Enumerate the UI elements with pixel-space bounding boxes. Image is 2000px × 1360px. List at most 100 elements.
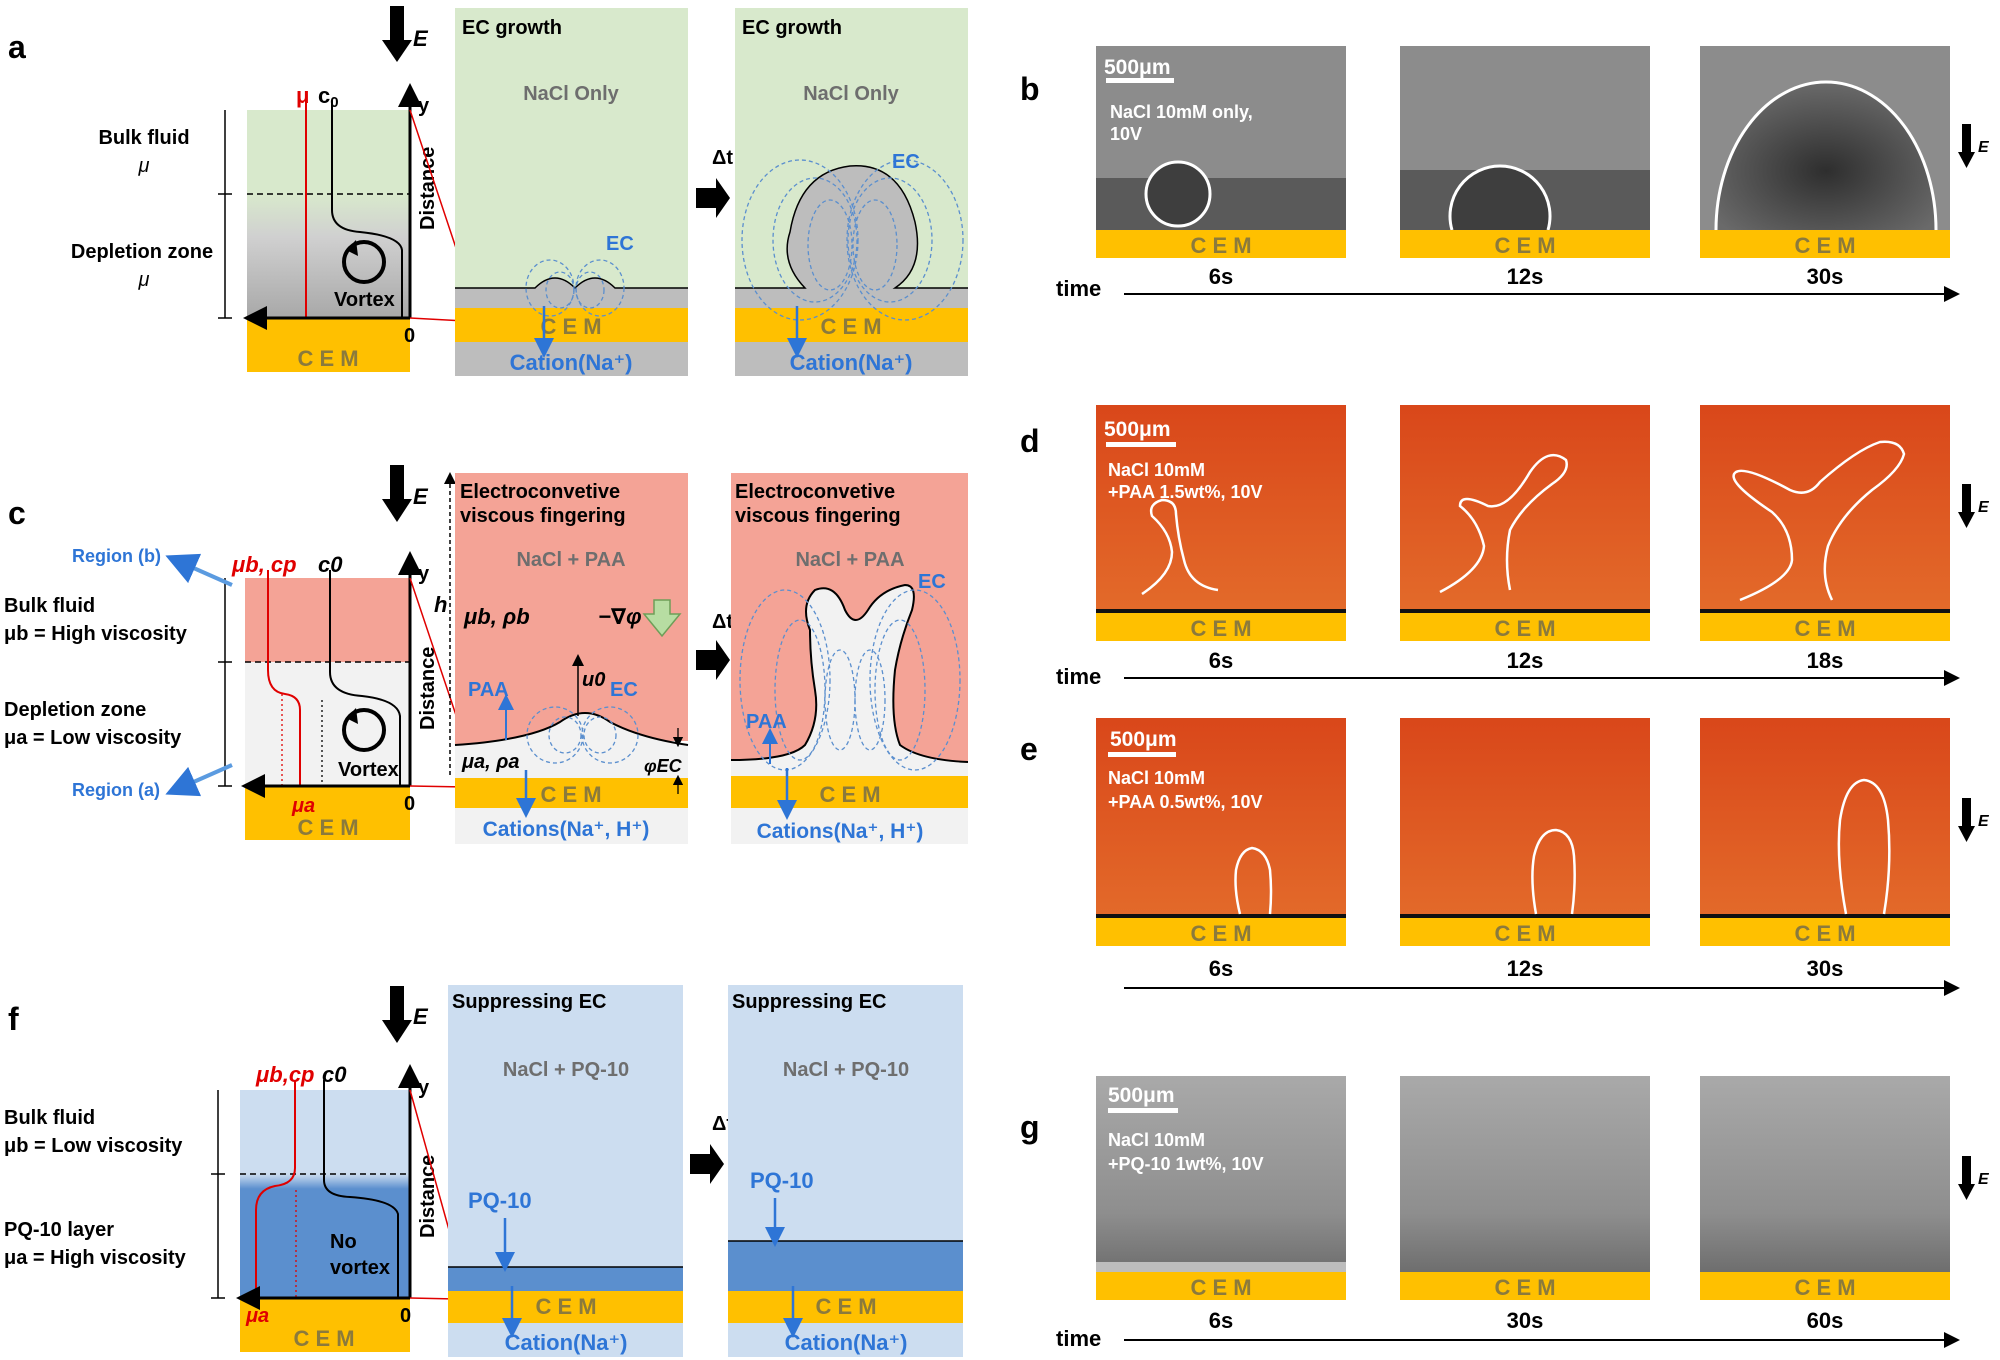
mu-rho-a-c1: μa, ρa: [461, 751, 520, 773]
condition-e-line1: NaCl 10mM: [1108, 768, 1205, 788]
vortex-label-c: Vortex: [338, 759, 399, 781]
cation-label-f1: Cation(Na⁺): [505, 1330, 628, 1355]
ec-outline-b2: [1448, 164, 1552, 231]
time-d1: 6s: [1209, 648, 1233, 673]
e-field-arrow-a: [390, 6, 404, 42]
ec-growth-title-a2: EC growth: [742, 17, 842, 39]
cem-strip-f1: [448, 1291, 683, 1323]
ec-label-c1: EC: [610, 679, 638, 701]
vf-interface-c2: [730, 583, 969, 763]
condition-d-line2: +PAA 1.5wt%, 10V: [1108, 482, 1263, 502]
grad-phi-c1: −∇φ: [598, 604, 642, 629]
region-a-arrow: [165, 763, 233, 797]
bulk-fluid-label-a: Bulk fluid: [98, 127, 189, 149]
condition-g-line2: +PQ-10 1wt%, 10V: [1108, 1154, 1264, 1174]
c0-profile-line-c: [329, 570, 401, 786]
panel-letter-c: c: [8, 495, 26, 531]
suppress-title-f2: Suppressing EC: [732, 991, 886, 1013]
cem-bar-g1: [1096, 1272, 1346, 1300]
e-field-label-d: E: [1978, 499, 1990, 516]
e-field-arrow-f: [390, 986, 404, 1022]
cem-label-c1: C E M: [540, 782, 601, 807]
label-c0-a: c0: [318, 83, 339, 111]
label-c0-f: c0: [322, 1062, 347, 1087]
cem-label-g3: C E M: [1794, 1275, 1855, 1300]
cem-bar-g3: [1700, 1272, 1950, 1300]
cem-bar-e1: [1096, 918, 1346, 946]
panel-letter-e: e: [1020, 731, 1038, 767]
ec-label-c2: EC: [918, 571, 946, 593]
scale-bar-d: [1106, 442, 1176, 447]
paa-label-c2: PAA: [746, 711, 787, 733]
scale-label-e: 500μm: [1110, 728, 1177, 751]
vf-title1-c1: Electroconvetive: [460, 481, 620, 503]
panel-letter-d: d: [1020, 423, 1040, 459]
solution-label-f1: NaCl + PQ-10: [503, 1059, 629, 1081]
depletion-label-c: Depletion zone: [4, 699, 146, 721]
cem-bar-e3: [1700, 918, 1950, 946]
cem-bar-d1: [1096, 613, 1346, 641]
ec-outline-b3: [1714, 80, 1938, 231]
cem-bar-b2: [1400, 230, 1650, 258]
cem-label-b2: C E M: [1494, 233, 1555, 258]
cation-label-f2: Cation(Na⁺): [785, 1330, 908, 1355]
distance-label-a: Distance: [417, 147, 439, 230]
ec-flow-lines-a2: [741, 159, 964, 321]
micrograph-b1-base: [1096, 178, 1346, 230]
cem-label-f: C E M: [293, 1326, 354, 1351]
pq10-region-f: [240, 1174, 410, 1298]
panel-b: b C E M 500μm NaCl 10mM only, 10V 6s C E…: [1020, 46, 1990, 302]
e-field-label-b: E: [1978, 139, 1990, 156]
label-zero-f: 0: [400, 1305, 411, 1327]
time-g3: 60s: [1807, 1308, 1844, 1333]
scale-label-g: 500μm: [1108, 1084, 1175, 1107]
cem-bar-b1: [1096, 230, 1346, 258]
cem-label-f2: C E M: [815, 1294, 876, 1319]
finger-outline-d1: [1141, 498, 1219, 596]
paa-label-c1: PAA: [468, 679, 509, 701]
label-mu-a: μ: [296, 83, 309, 108]
ec-label-a2: EC: [892, 151, 920, 173]
cations-label-c2: Cations(Na⁺, H⁺): [757, 820, 924, 843]
micrograph-e1: [1096, 718, 1346, 918]
vf-title2-c2: viscous fingering: [735, 505, 901, 527]
bottom-strip-f1: [448, 1323, 683, 1357]
cem-edge-d2: [1400, 609, 1650, 613]
finger-outline-d2: [1439, 453, 1568, 594]
bottom-strip-f2: [728, 1323, 963, 1357]
no-vortex-line1-f: No: [330, 1231, 357, 1253]
pq10-label-f2: PQ-10: [750, 1168, 814, 1193]
label-zero-a: 0: [404, 325, 415, 347]
cem-label-e2: C E M: [1494, 921, 1555, 946]
finger-outline-e1: [1234, 846, 1273, 915]
cem-edge-e3: [1700, 914, 1950, 918]
depletion-strip-a1: [455, 288, 688, 308]
label-y-c: y: [418, 563, 430, 585]
condition-e-line2: +PAA 0.5wt%, 10V: [1108, 792, 1263, 812]
delta-t-arrow-c: [696, 640, 730, 680]
vortex-arrowhead-c: [346, 708, 358, 724]
cem-label-a2: C E M: [820, 314, 881, 339]
depletion-strip-a2: [735, 288, 968, 308]
micrograph-e3: [1700, 718, 1950, 918]
cem-edge-d1: [1096, 609, 1346, 613]
panel-e: e C E M 500μm NaCl 10mM +PAA 0.5wt%, 10V…: [1020, 718, 1990, 996]
label-y-f: y: [418, 1077, 430, 1099]
label-mub-cp-c: μb, cp: [231, 552, 297, 577]
e-field-label-a: E: [413, 26, 429, 51]
e-field-label-e: E: [1978, 813, 1990, 830]
e-field-arrow-d: [1962, 484, 1971, 514]
condition-b-line2: 10V: [1110, 124, 1142, 144]
mu-a-label-f: μa: [245, 1305, 269, 1327]
scale-bar-g: [1108, 1108, 1178, 1113]
cem-label-c2: C E M: [819, 782, 880, 807]
bulk-mu-label-a: μ: [138, 155, 150, 177]
time-b1: 6s: [1209, 264, 1233, 289]
label-c0-c: c0: [318, 552, 343, 577]
panel-g: g C E M 500μm NaCl 10mM +PQ-10 1wt%, 10V…: [1020, 1076, 1990, 1351]
cem-label-d1: C E M: [1190, 616, 1251, 641]
vf-title1-c2: Electroconvetive: [735, 481, 895, 503]
vf-title2-c1: viscous fingering: [460, 505, 626, 527]
h-label-c: h: [434, 592, 447, 617]
